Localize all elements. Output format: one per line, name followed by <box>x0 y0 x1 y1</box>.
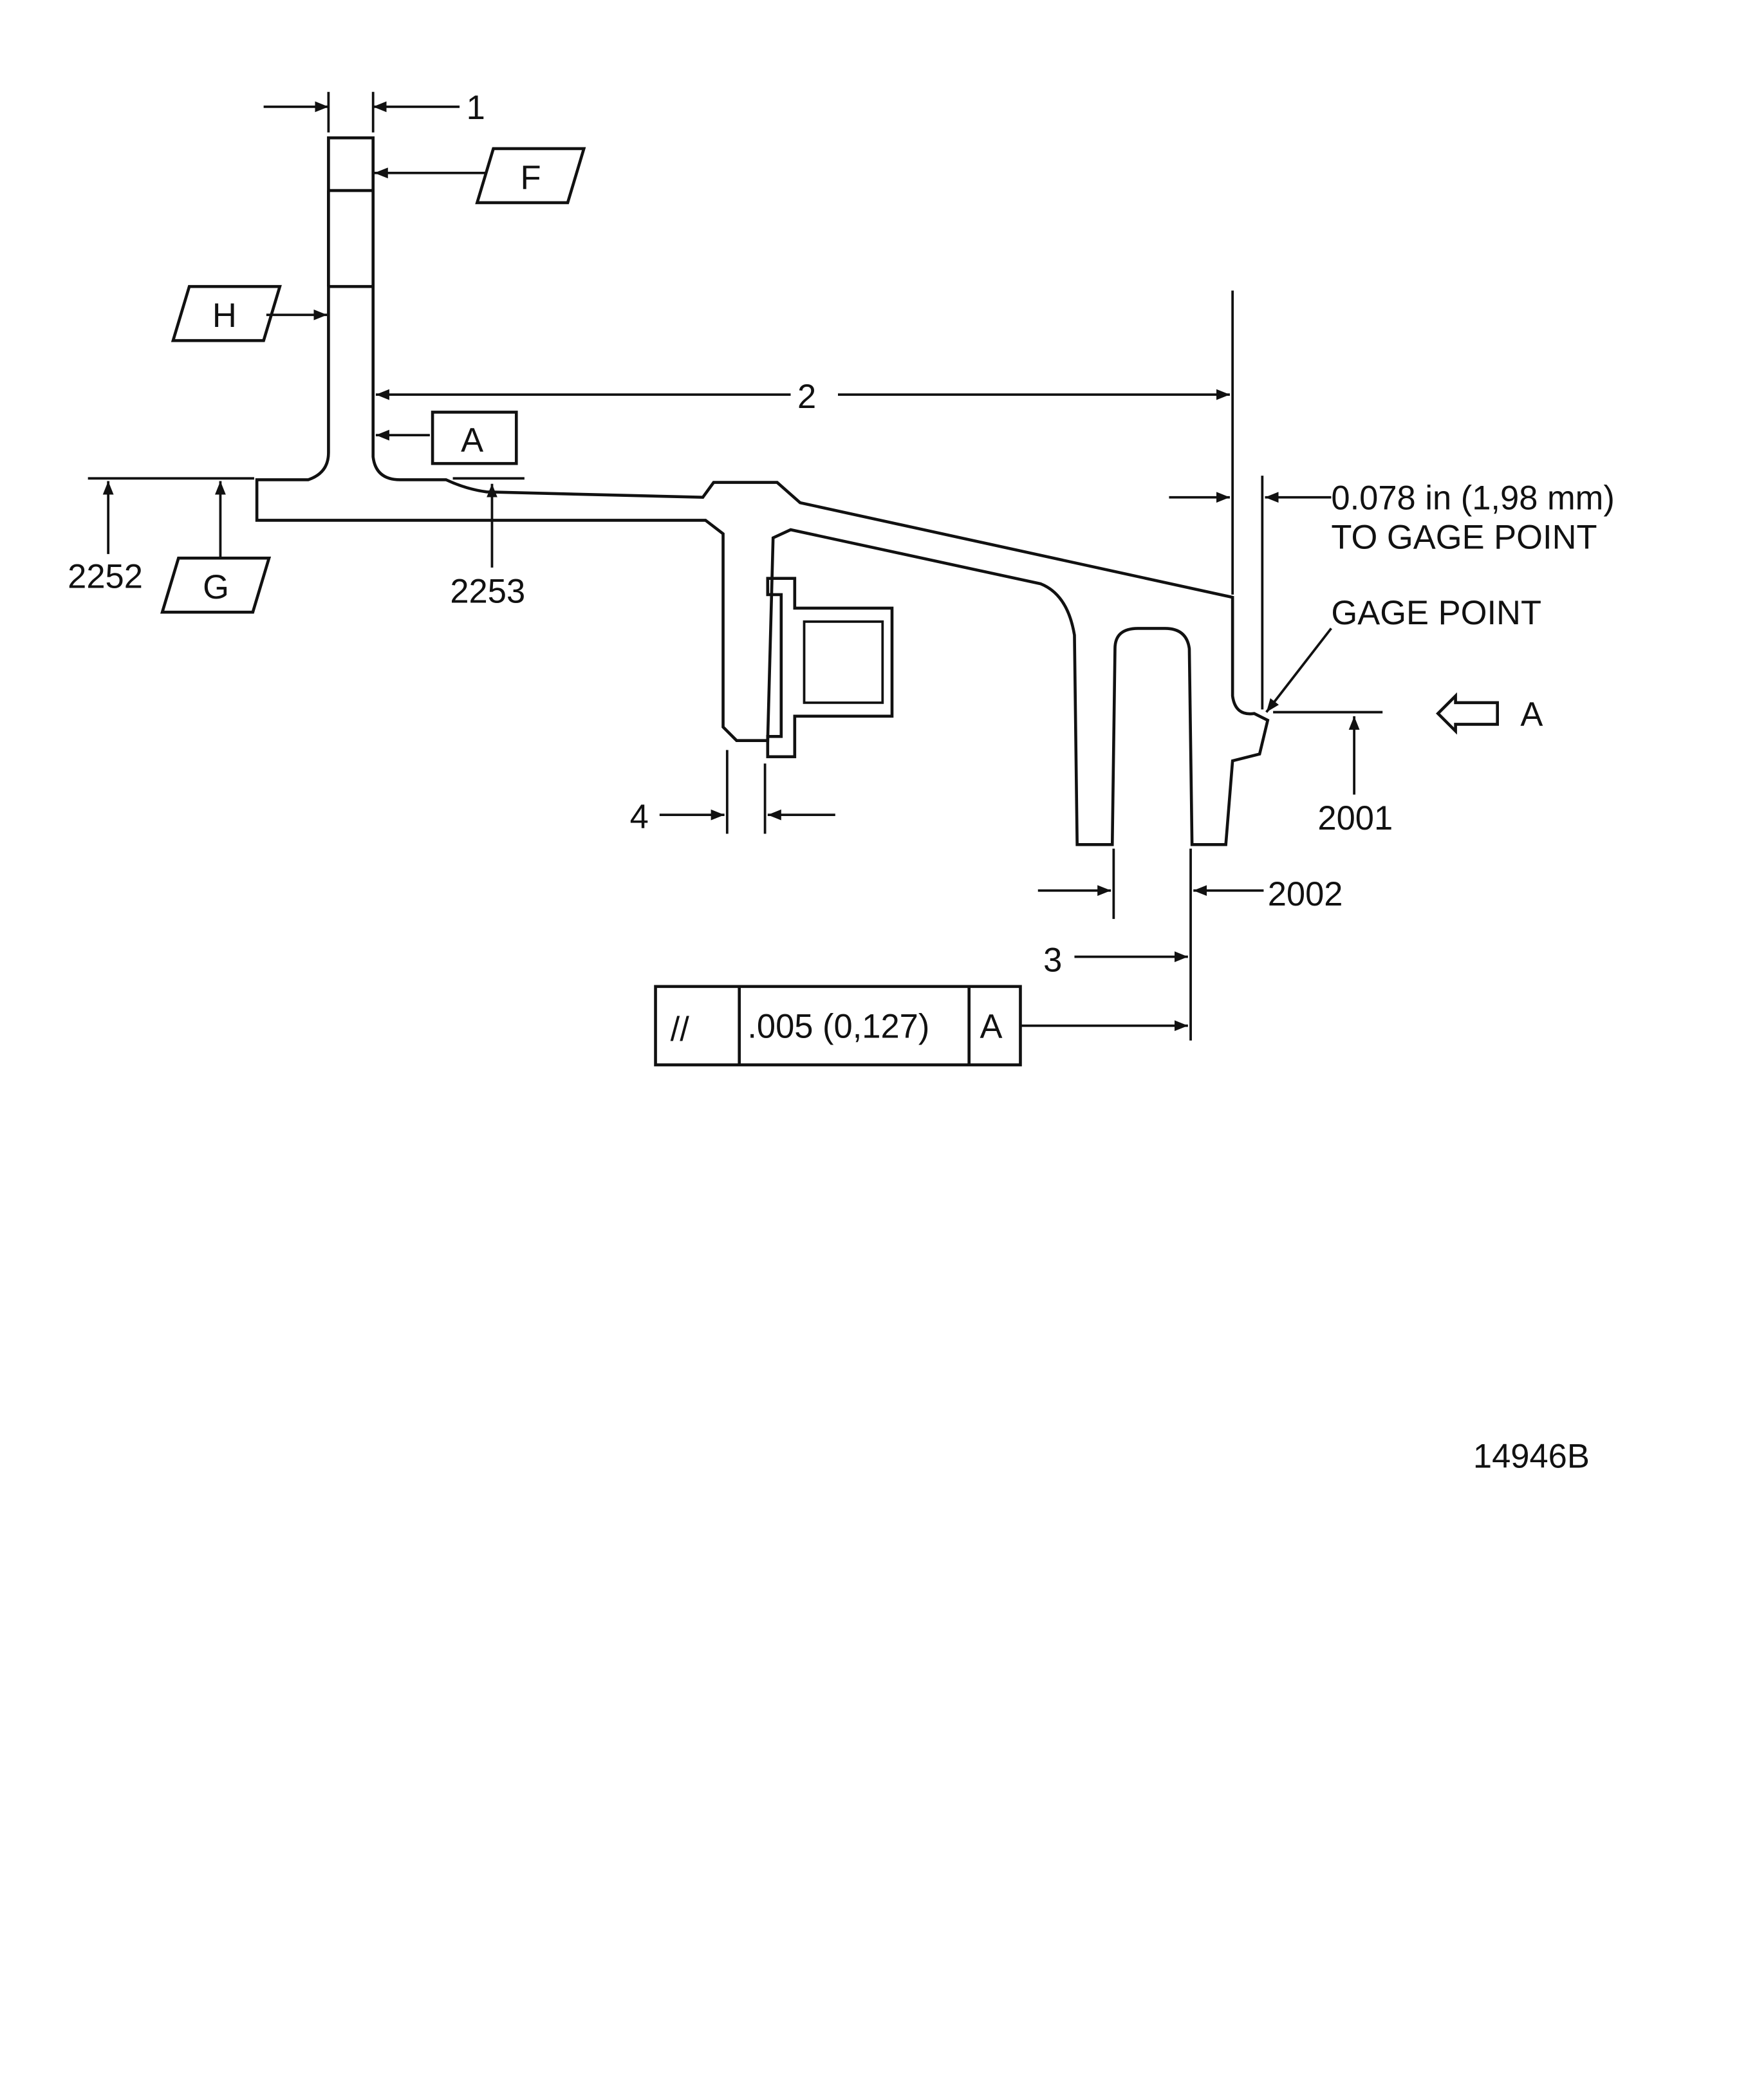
ref-2002-label: 2002 <box>1268 875 1343 913</box>
view-arrow-A-label: A <box>1520 696 1543 734</box>
tolerance-value: .005 (0,127) <box>747 1008 929 1046</box>
gage-dim-line2: TO GAGE POINT <box>1331 518 1597 556</box>
feature-control-frame: // .005 (0,127) A <box>654 985 1188 1066</box>
dim-1-label: 1 <box>467 89 485 127</box>
datum-H-label: H <box>212 297 237 335</box>
stud-insert <box>766 577 894 759</box>
datum-A: A <box>375 411 518 465</box>
dim-2-label: 2 <box>797 378 816 416</box>
ref-2253: 2253 <box>450 477 525 610</box>
datum-G-label: G <box>203 568 229 606</box>
dimension-1: 1 <box>263 89 485 133</box>
ref-2002: 2002 3 <box>1037 848 1343 1041</box>
datum-F: F <box>374 147 586 205</box>
datum-A-label: A <box>461 421 483 459</box>
dimension-4: 4 <box>630 750 835 836</box>
dim-3-label: 3 <box>1043 942 1062 980</box>
figure-id: 14946B <box>1473 1437 1590 1475</box>
ref-2252: 2252 G <box>68 477 272 614</box>
gage-point-label: GAGE POINT <box>1331 594 1541 632</box>
ref-2001: 2001 <box>1273 711 1393 837</box>
dim-4-label: 4 <box>630 798 649 836</box>
ref-2252-label: 2252 <box>68 557 143 595</box>
dimension-2: 2 <box>375 290 1234 595</box>
gage-dimension: 0.078 in (1,98 mm) TO GAGE POINT GAGE PO… <box>1169 476 1615 713</box>
ref-2253-label: 2253 <box>450 572 525 610</box>
ref-2001-label: 2001 <box>1317 799 1393 837</box>
datum-F-label: F <box>521 159 541 197</box>
unhatched-band <box>330 190 372 287</box>
view-arrow-A: A <box>1436 692 1543 735</box>
gage-dim-line1: 0.078 in (1,98 mm) <box>1331 479 1614 517</box>
part-section-profile <box>255 136 1270 846</box>
parallelism-symbol: // <box>671 1010 690 1048</box>
hollow-arrow-left-icon <box>1436 692 1499 735</box>
datum-reference: A <box>980 1008 1002 1046</box>
datum-H: H <box>171 284 328 342</box>
part-section <box>255 136 1270 846</box>
